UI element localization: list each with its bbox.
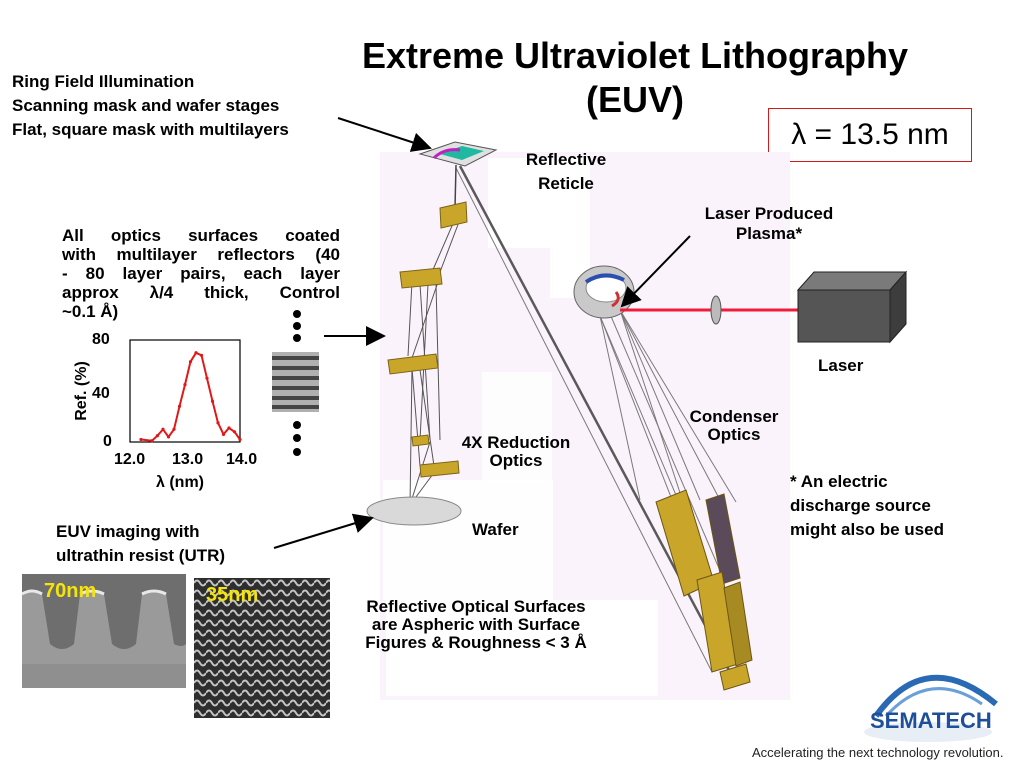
surfaces-line: Reflective Optical Surfaces	[366, 597, 586, 616]
surfaces-line: are Aspheric with Surface	[371, 615, 581, 634]
condenser-label-line: Optics	[707, 425, 761, 444]
y-tick-40: 40	[92, 385, 110, 402]
reduction-label-line: Optics	[489, 451, 543, 470]
y-tick-0: 0	[103, 433, 112, 450]
data-point	[188, 360, 193, 364]
laser-label: Laser	[818, 356, 864, 375]
data-point	[166, 435, 171, 439]
optical-surfaces-note: Reflective Optical Surfaces are Aspheric…	[340, 598, 612, 652]
note-line: might also be used	[790, 520, 944, 539]
ring-field-line: Scanning mask and wafer stages	[12, 96, 280, 115]
data-point	[227, 426, 231, 430]
plasma-label-line: Plasma*	[735, 224, 803, 243]
condenser-label-line: Condenser	[689, 407, 779, 426]
reflective-reticle-label: Reflective Reticle	[502, 148, 630, 196]
data-point	[172, 427, 176, 431]
data-point	[177, 404, 182, 408]
coating-line: approx λ/4 thick, Control	[62, 283, 340, 302]
sem-70nm-label: 70nm	[44, 580, 97, 602]
data-point	[232, 430, 237, 434]
x-tick-12: 12.0	[114, 451, 146, 468]
data-point	[216, 421, 220, 425]
plasma-collector	[573, 265, 635, 319]
condenser-mirrors	[655, 489, 753, 691]
tagline: Accelerating the next technology revolut…	[752, 745, 1004, 760]
plasma-label-line: Laser Produced	[704, 204, 834, 223]
y-axis-label: Ref. (%)	[73, 361, 90, 421]
x-tick-14: 14.0	[226, 451, 258, 468]
sem-image-70nm	[22, 574, 186, 688]
reduction-optics-label: 4X Reduction Optics	[446, 434, 586, 470]
note-line: * An electric	[790, 472, 888, 491]
x-tick-13: 13.0	[172, 451, 204, 468]
wavelength-box: λ = 13.5 nm	[768, 108, 972, 162]
optics-coating-note: All optics surfaces coated with multilay…	[62, 226, 340, 321]
data-point	[139, 437, 143, 442]
wafer-label: Wafer	[472, 520, 519, 539]
condenser-optics-label: Condenser Optics	[676, 408, 792, 444]
reticle-label-line: Reticle	[538, 174, 594, 193]
data-point	[183, 383, 187, 387]
coating-line: All optics surfaces coated	[62, 226, 340, 245]
data-point	[150, 439, 154, 443]
reflectivity-points	[139, 351, 242, 443]
mirror-elements	[387, 201, 468, 478]
ring-field-arrow	[337, 117, 432, 152]
focusing-lens	[710, 295, 722, 325]
layer-dots	[293, 310, 301, 456]
coating-line: with multilayer reflectors (40	[62, 245, 340, 264]
electric-discharge-note: * An electric discharge source might als…	[790, 470, 944, 542]
sem-35nm-label: 35nm	[206, 584, 259, 606]
ring-field-line: Ring Field Illumination	[12, 72, 195, 91]
data-point	[205, 376, 209, 380]
ring-field-notes: Ring Field Illumination Scanning mask an…	[12, 70, 289, 142]
laser-box	[796, 270, 908, 344]
data-point	[199, 353, 204, 357]
sematech-logo-text: SEMATECH	[870, 708, 992, 733]
data-point	[194, 351, 198, 355]
title-line-2: (EUV)	[586, 79, 684, 120]
note-line: discharge source	[790, 496, 931, 515]
coating-line: - 80 layer pairs, each layer	[62, 264, 340, 283]
imaging-line: EUV imaging with	[56, 522, 200, 541]
reduction-label-line: 4X Reduction	[461, 433, 571, 452]
data-point	[221, 432, 226, 436]
data-point	[210, 399, 215, 403]
reflectivity-chart	[129, 339, 242, 443]
sem-image-35nm	[194, 578, 330, 718]
multilayer-image	[272, 352, 319, 412]
data-point	[238, 437, 242, 442]
ring-field-line: Flat, square mask with multilayers	[12, 120, 289, 139]
wafer-arrow	[273, 513, 374, 549]
surfaces-line: Figures & Roughness < 3 Å	[365, 633, 587, 652]
euv-imaging-note: EUV imaging with ultrathin resist (UTR)	[56, 520, 225, 568]
coating-line: ~0.1 Å)	[62, 302, 119, 321]
imaging-line: ultrathin resist (UTR)	[56, 546, 226, 565]
reticle-label-line: Reflective	[525, 150, 607, 169]
data-point	[161, 427, 165, 431]
data-point	[155, 434, 160, 438]
chart-frame	[129, 339, 241, 443]
slide-title: Extreme Ultraviolet Lithography (EUV)	[320, 34, 950, 122]
y-tick-80: 80	[92, 331, 110, 348]
wafer-disk	[366, 496, 462, 526]
title-line-1: Extreme Ultraviolet Lithography	[361, 35, 909, 76]
laser-plasma-label: Laser Produced Plasma*	[676, 204, 862, 244]
plasma-arrow	[620, 235, 691, 308]
x-axis-label: λ (nm)	[156, 474, 204, 491]
sematech-logo	[864, 674, 998, 742]
